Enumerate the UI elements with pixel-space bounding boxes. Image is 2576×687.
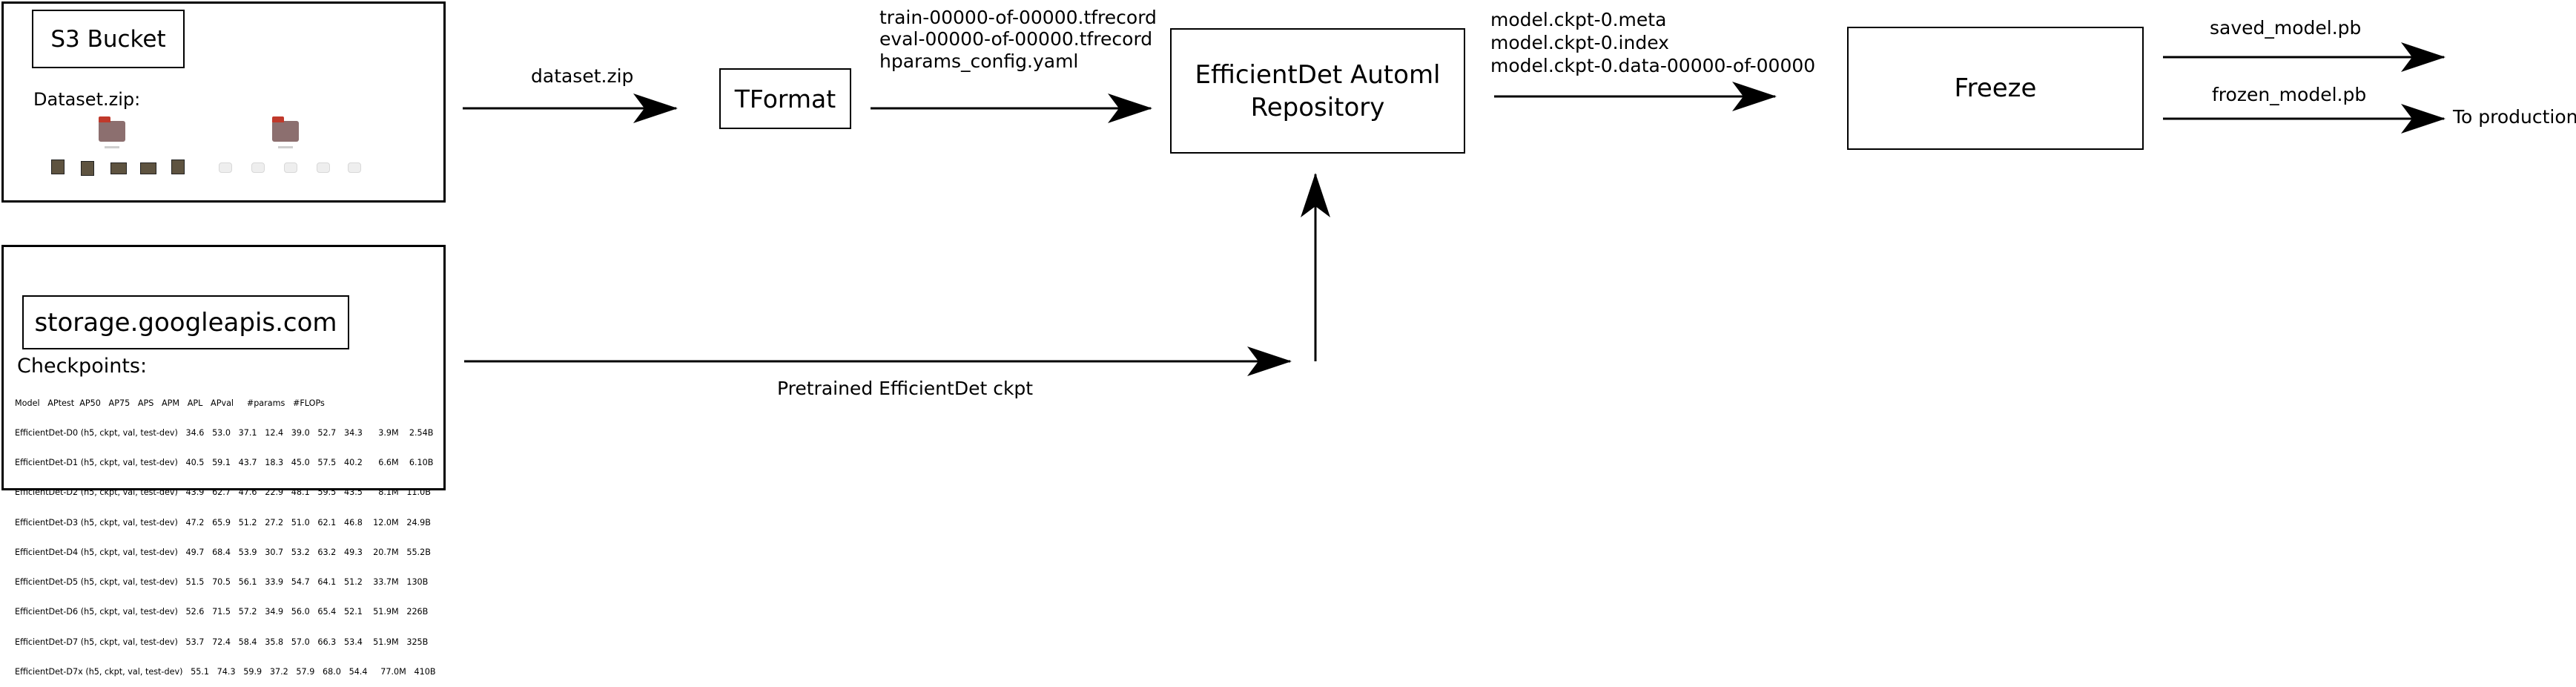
file-thumbnail-icon [284, 162, 297, 173]
folder-icon [99, 116, 125, 142]
edge-label-pretrained-ckpt: Pretrained EfficientDet ckpt [777, 378, 1034, 399]
edge-label-ckpt-data: model.ckpt-0.data-00000-of-00000 [1490, 55, 1816, 76]
repo-label-line1: EfficientDet Automl [1195, 59, 1441, 90]
table-row: EfficientDet-D6 (h5, ckpt, val, test-dev… [15, 607, 429, 617]
table-header: Model APtest AP50 AP75 APS APM APL APval… [15, 398, 325, 408]
efficientdet-repo-node: EfficientDet Automl Repository [1170, 28, 1465, 154]
table-row: EfficientDet-D1 (h5, ckpt, val, test-dev… [15, 458, 434, 468]
table-row: EfficientDet-D4 (h5, ckpt, val, test-dev… [15, 547, 431, 557]
edge-label-ckpt-index: model.ckpt-0.index [1490, 32, 1669, 53]
image-thumbnail-icon [110, 162, 127, 174]
table-row: EfficientDet-D0 (h5, ckpt, val, test-dev… [15, 428, 434, 438]
image-thumbnail-icon [81, 161, 94, 176]
image-thumbnail-icon [51, 160, 65, 174]
flow-arrows [463, 42, 2445, 376]
edge-label-dataset-zip: dataset.zip [531, 65, 634, 87]
tformat-label: TFormat [734, 84, 836, 114]
folder-caption [105, 146, 119, 148]
s3-bucket-panel: S3 Bucket Dataset.zip: [1, 1, 446, 203]
file-thumbnail-icon [348, 162, 361, 173]
table-row: EfficientDet-D3 (h5, ckpt, val, test-dev… [15, 517, 431, 527]
image-thumbnail-icon [140, 162, 156, 174]
s3-bucket-title-box: S3 Bucket [32, 10, 185, 68]
checkpoints-label: Checkpoints: [17, 355, 148, 378]
edge-label-tfrecord-train: train-00000-of-00000.tfrecord [879, 7, 1157, 28]
freeze-label: Freeze [1954, 73, 2037, 103]
file-thumbnail-icon [317, 162, 330, 173]
to-production-label: To production [2453, 106, 2576, 128]
table-row: EfficientDet-D7x (h5, ckpt, val, test-de… [15, 666, 436, 677]
edge-label-tfrecord-eval: eval-00000-of-00000.tfrecord [879, 28, 1153, 50]
edge-label-saved-model: saved_model.pb [2210, 17, 2362, 39]
storage-title-box: storage.googleapis.com [22, 295, 349, 349]
edge-label-hparams: hparams_config.yaml [879, 50, 1079, 72]
file-thumbnail-icon [251, 162, 265, 173]
edge-label-frozen-model: frozen_model.pb [2212, 84, 2367, 105]
folder-icon [272, 116, 299, 142]
table-row: EfficientDet-D7 (h5, ckpt, val, test-dev… [15, 637, 429, 647]
image-thumbnail-icon [171, 160, 185, 174]
storage-title: storage.googleapis.com [34, 307, 337, 338]
freeze-node: Freeze [1847, 27, 2144, 150]
repo-label-line2: Repository [1250, 92, 1385, 122]
dataset-zip-label: Dataset.zip: [33, 89, 141, 110]
edge-label-ckpt-meta: model.ckpt-0.meta [1490, 9, 1667, 30]
table-row: EfficientDet-D5 (h5, ckpt, val, test-dev… [15, 577, 429, 588]
storage-googleapis-panel: storage.googleapis.com [1, 245, 446, 490]
folder-caption [278, 146, 293, 148]
file-thumbnail-icon [219, 162, 232, 173]
s3-bucket-title: S3 Bucket [50, 25, 166, 53]
tformat-node: TFormat [719, 68, 851, 129]
